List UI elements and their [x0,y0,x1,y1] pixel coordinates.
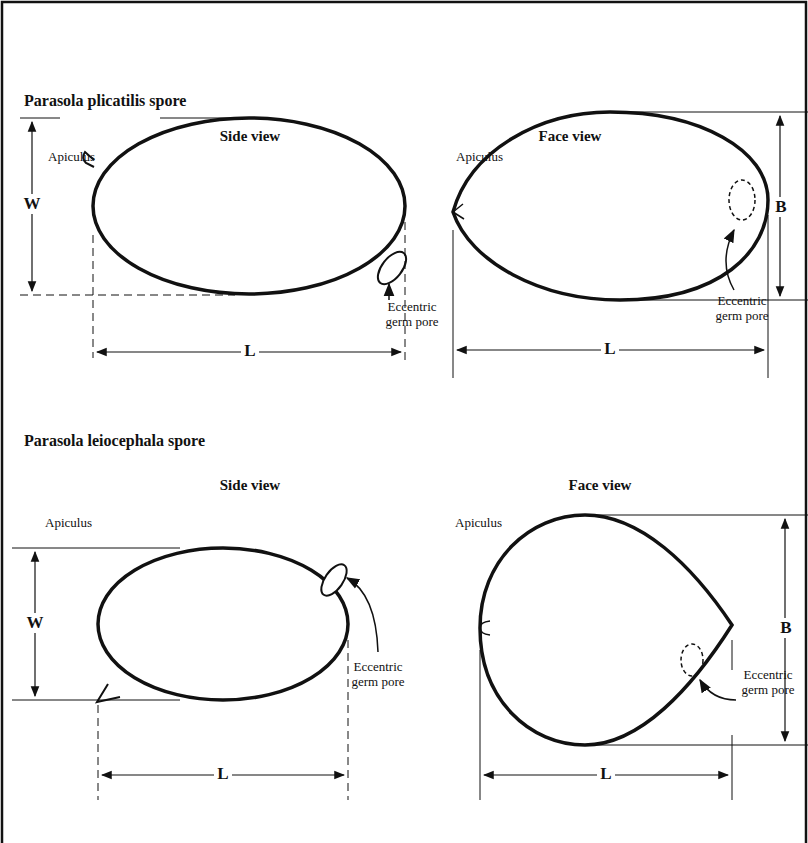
view-heading: Face view [539,128,602,145]
leader-arrow [700,680,736,700]
dimension-label: W [21,194,44,214]
part-label: Eccentric germ pore [735,668,801,698]
section-heading: Parasola plicatilis spore [24,92,186,110]
apiculus [97,684,120,702]
leader-arrow [726,230,734,290]
dimension-label: L [597,764,614,784]
view-heading: Side view [220,477,280,494]
part-label: Apiculus [48,150,95,165]
part-label: Apiculus [455,516,502,531]
leader-arrow [347,578,378,652]
dimension-label: W [24,613,47,633]
leader-arrow [388,284,390,300]
view-heading: Face view [569,477,632,494]
view-heading: Side view [220,128,280,145]
dimension-label: L [241,341,258,361]
part-label: Eccentric germ pore [345,660,411,690]
part-label: Apiculus [456,150,503,165]
part-label: Apiculus [45,516,92,531]
part-label: Eccentric germ pore [379,300,445,330]
part-label: Eccentric germ pore [709,294,775,324]
dimension-label: L [601,339,618,359]
dimension-label: L [214,764,231,784]
spore-outline [98,548,348,700]
germ-pore [316,560,351,600]
section-heading: Parasola leiocephala spore [24,432,205,450]
apiculus [480,621,490,635]
spore-outline [480,515,732,745]
germ-pore [372,247,411,289]
dimension-label: B [772,197,789,217]
spore-outline [93,118,405,294]
germ-pore [681,644,703,676]
spore-outline [453,112,768,300]
germ-pore [729,180,755,220]
apiculus [453,204,464,219]
dimension-label: B [777,618,794,638]
